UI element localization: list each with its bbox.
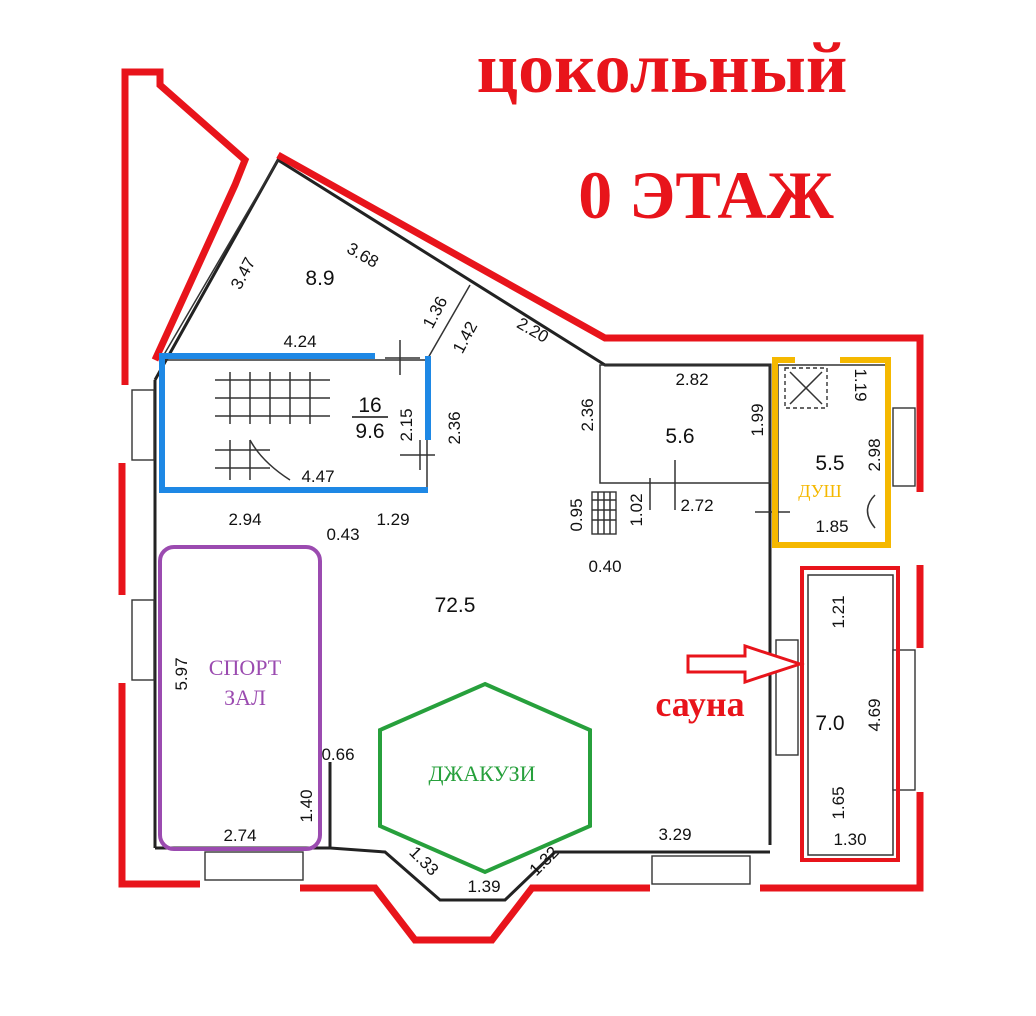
area-top-room: 8.9 (305, 267, 334, 290)
window-bottom-left (204, 851, 304, 881)
area-stairs: 9.6 (355, 420, 384, 443)
shower-label: ДУШ (798, 481, 841, 501)
dim-label: 0.40 (588, 557, 621, 576)
stair-steps (215, 372, 330, 481)
dim-label: 2.82 (675, 370, 708, 389)
dim-label: 2.94 (228, 510, 261, 529)
building-walls (153, 157, 894, 902)
dim-label: 1.30 (833, 830, 866, 849)
dim-label: 1.99 (748, 403, 767, 436)
area-main-hall: 72.5 (435, 594, 476, 617)
dim-label: 1.40 (297, 789, 316, 822)
dim-label: 3.47 (227, 254, 259, 292)
dim-label: 0.43 (326, 525, 359, 544)
sauna-highlight (800, 566, 900, 862)
dim-label: 4.24 (283, 332, 316, 351)
dim-label: 1.21 (829, 595, 848, 628)
dim-label: 1.42 (449, 318, 481, 356)
window-bottom-right (651, 855, 751, 885)
gym-label-line1: СПОРТ (209, 655, 282, 680)
dim-label: 1.39 (467, 877, 500, 896)
shower-highlight (772, 357, 891, 548)
dimension-labels: 3.47 3.68 1.36 1.42 2.20 4.24 2.15 2.36 … (172, 239, 884, 896)
sauna-label: сауна (655, 684, 744, 724)
sauna-arrow (686, 643, 805, 685)
window-left-mid (131, 599, 155, 681)
dim-label: 1.19 (851, 368, 870, 401)
title-line-2: 0 ЭТАЖ (578, 157, 834, 233)
window-right-shower (892, 407, 916, 487)
dim-label: 2.72 (680, 496, 713, 515)
dim-label: 2.20 (514, 314, 552, 347)
jacuzzi-highlight (378, 681, 592, 875)
jacuzzi-label: ДЖАКУЗИ (428, 761, 535, 786)
stairs-number: 16 (358, 394, 381, 417)
dim-label: 2.15 (397, 408, 416, 441)
dim-label: 3.29 (658, 825, 691, 844)
dim-label: 2.36 (578, 398, 597, 431)
dim-label: 4.69 (865, 698, 884, 731)
gym-highlight (158, 545, 322, 851)
area-sauna: 7.0 (815, 712, 844, 735)
dim-label: 5.97 (172, 657, 191, 690)
dim-label: 2.74 (223, 826, 256, 845)
shower-fixture (784, 367, 876, 529)
area-room: 5.6 (665, 425, 694, 448)
stairs-highlight (159, 353, 431, 493)
dim-label: 0.66 (321, 745, 354, 764)
gym-label-line2: ЗАЛ (224, 685, 266, 710)
dim-label: 2.98 (865, 438, 884, 471)
dim-label: 1.85 (815, 517, 848, 536)
dim-label: 2.36 (445, 411, 464, 444)
dim-label: 3.68 (344, 239, 382, 272)
dim-label: 0.95 (567, 498, 586, 531)
dim-label: 1.02 (627, 493, 646, 526)
dim-label: 1.29 (376, 510, 409, 529)
window-left-top (131, 389, 155, 461)
dim-label: 4.47 (301, 467, 334, 486)
windows (131, 389, 916, 885)
area-shower: 5.5 (815, 452, 844, 475)
title-line-1: цокольный (477, 28, 848, 108)
dim-label: 1.65 (829, 786, 848, 819)
outer-outline (118, 68, 924, 944)
